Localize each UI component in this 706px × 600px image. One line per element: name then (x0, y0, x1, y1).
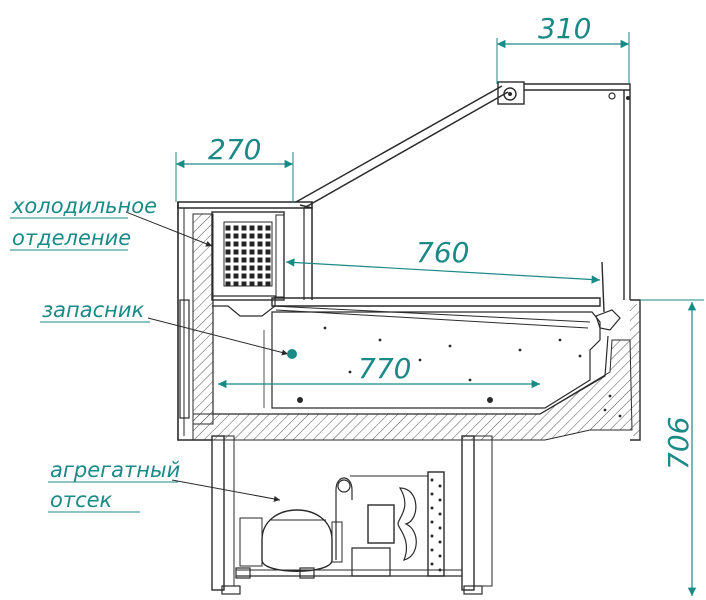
dim-label-770: 770 (358, 352, 411, 385)
label-cold-compartment-line1: холодильное (11, 194, 157, 218)
label-unit-line1: агрегатный (50, 458, 180, 482)
base-frame (211, 435, 493, 595)
label-storage: запасник (42, 298, 145, 322)
dimension-706 (640, 299, 704, 596)
dimension-310 (496, 32, 630, 84)
leader-lines (10, 211, 297, 513)
compressor-unit (239, 471, 445, 577)
label-unit-line2: отсек (50, 488, 113, 512)
label-cold-compartment-line2: отделение (12, 226, 131, 250)
dim-label-310: 310 (538, 12, 591, 45)
dimension-270 (175, 152, 294, 202)
cabinet-body (177, 201, 641, 441)
glass-front (295, 81, 631, 331)
dim-label-760: 760 (416, 236, 469, 269)
dimension-760 (285, 258, 601, 284)
dim-label-270: 270 (208, 133, 261, 166)
refrigeration-compartment (211, 211, 285, 301)
dim-label-706: 706 (662, 417, 695, 470)
